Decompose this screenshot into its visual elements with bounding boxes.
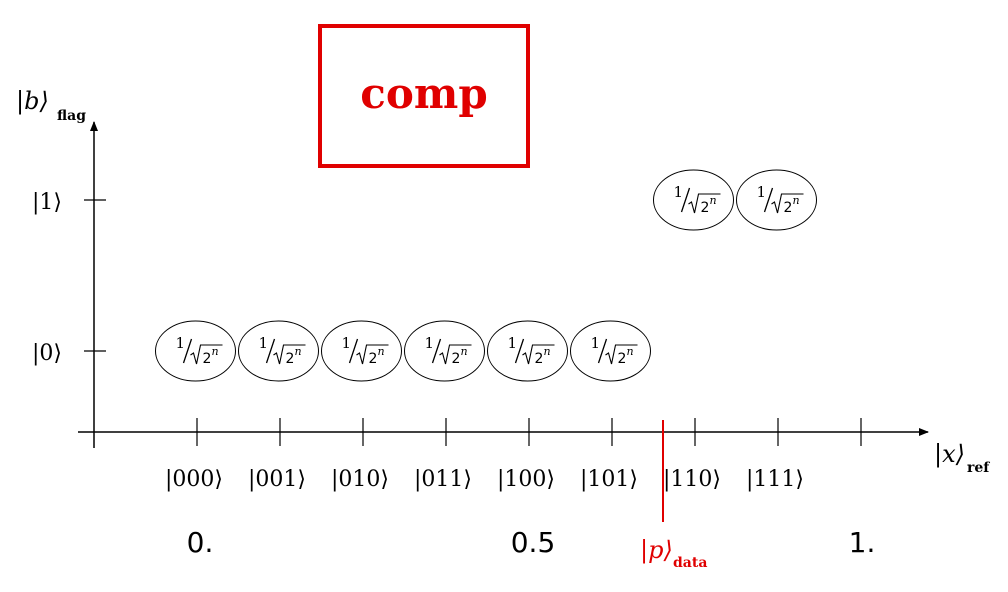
- y-tick-0: |0⟩: [32, 341, 106, 366]
- amplitude-radicand: 2: [286, 351, 295, 367]
- x-tick-label: |100⟩: [497, 467, 555, 492]
- data-marker-ket: |p⟩: [640, 536, 673, 565]
- svg-text:|b⟩: |b⟩: [16, 87, 49, 116]
- fraction-slash: [265, 338, 276, 364]
- amplitude-ellipse: [653, 169, 734, 231]
- amplitude-ellipse: [404, 320, 485, 382]
- amplitude-radicand: 2: [535, 351, 544, 367]
- svg-text:|x⟩: |x⟩: [934, 440, 965, 469]
- fraction-slash: [514, 338, 525, 364]
- x-ticks: |000⟩ |001⟩ |010⟩ |011⟩ |100⟩ |101⟩ |110⟩ |111⟩: [165, 418, 862, 492]
- radical-sign: [688, 193, 721, 214]
- y-tick-1: |1⟩: [32, 190, 106, 215]
- scale-label-half: 0.5: [511, 526, 556, 559]
- fraction-slash: [348, 338, 359, 364]
- amplitude-radicand: 2: [618, 351, 627, 367]
- amplitude-exponent: n: [378, 345, 385, 358]
- fraction-slash: [763, 187, 774, 213]
- amplitude-numerator: 1: [591, 334, 601, 352]
- x-tick-label: |001⟩: [248, 467, 306, 492]
- fraction-slash: [431, 338, 442, 364]
- fraction-slash: [680, 187, 691, 213]
- amplitude-exponent: n: [710, 194, 717, 207]
- radical-sign: [771, 193, 804, 214]
- amplitude-radicand: 2: [701, 200, 710, 216]
- amplitude-ellipse: [238, 320, 319, 382]
- amplitude-exponent: n: [212, 345, 219, 358]
- amplitude-radicand: 2: [784, 200, 793, 216]
- radical-sign: [605, 344, 638, 365]
- y-axis-label: |b⟩ flag: [16, 87, 86, 124]
- radical-sign: [273, 344, 306, 365]
- amplitude-radicand: 2: [452, 351, 461, 367]
- comp-label: comp: [360, 69, 487, 118]
- amplitude-numerator: 1: [259, 334, 269, 352]
- radical-sign: [522, 344, 555, 365]
- x-tick-label: |101⟩: [580, 467, 638, 492]
- radical-sign: [190, 344, 223, 365]
- x-tick-label: |010⟩: [331, 467, 389, 492]
- amplitude-exponent: n: [793, 194, 800, 207]
- amplitude-numerator: 1: [508, 334, 518, 352]
- amplitude-radicand: 2: [203, 351, 212, 367]
- x-tick-label: |000⟩: [165, 467, 223, 492]
- amplitude-numerator: 1: [674, 183, 684, 201]
- amplitude-numerator: 1: [757, 183, 767, 201]
- svg-text:flag: flag: [57, 108, 86, 124]
- svg-text:ref: ref: [967, 460, 990, 476]
- fraction-slash: [182, 338, 193, 364]
- amplitude-radicand: 2: [369, 351, 378, 367]
- data-marker: |p⟩ data: [640, 420, 707, 571]
- data-marker-sub: data: [673, 555, 707, 571]
- x-tick-label: |011⟩: [414, 467, 472, 492]
- amplitude-numerator: 1: [176, 334, 186, 352]
- amplitude-ellipse: [736, 169, 817, 231]
- amplitude-ellipse: [321, 320, 402, 382]
- amplitude-ellipse: [155, 320, 236, 382]
- amplitude-exponent: n: [544, 345, 551, 358]
- amplitude-exponent: n: [461, 345, 468, 358]
- y-tick-label-1: |1⟩: [32, 190, 62, 215]
- amplitude-exponent: n: [627, 345, 634, 358]
- x-tick-label: |111⟩: [746, 467, 804, 492]
- y-tick-label-0: |0⟩: [32, 341, 62, 366]
- amplitude-numerator: 1: [342, 334, 352, 352]
- comp-box: comp: [318, 24, 530, 168]
- radical-sign: [356, 344, 389, 365]
- fraction-slash: [597, 338, 608, 364]
- x-tick-label: |110⟩: [663, 467, 721, 492]
- x-axis-label: |x⟩ ref: [934, 440, 990, 476]
- amplitude-exponent: n: [295, 345, 302, 358]
- amplitude-ellipse: [570, 320, 651, 382]
- amplitude-numerator: 1: [425, 334, 435, 352]
- radical-sign: [439, 344, 472, 365]
- scale-label-1: 1.: [849, 526, 876, 559]
- amplitude-ellipse: [487, 320, 568, 382]
- scale-label-0: 0.: [187, 526, 214, 559]
